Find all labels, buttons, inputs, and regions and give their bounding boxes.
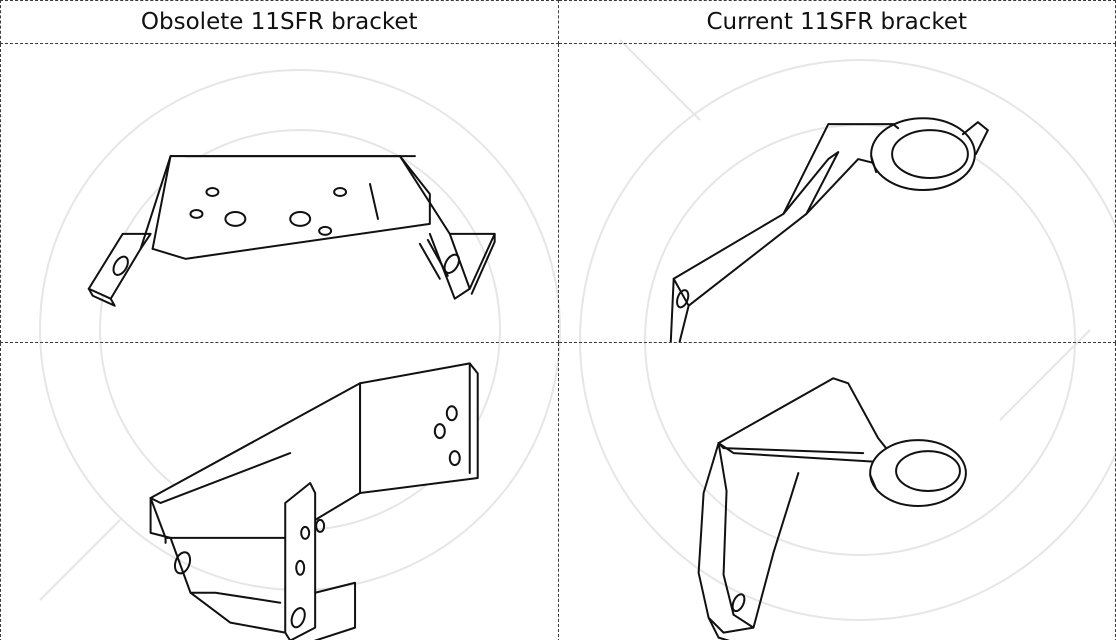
cell-current-view-1: [557, 43, 1116, 343]
current-bracket-ring-angled-drawing-icon: [559, 343, 1116, 640]
column-header-current: Current 11SFR bracket: [557, 0, 1116, 44]
table-row: [0, 43, 1116, 343]
obsolete-bracket-angled-drawing-icon: [1, 343, 558, 640]
cell-obsolete-view-2: [0, 342, 559, 640]
obsolete-bracket-flat-drawing-icon: [1, 44, 558, 342]
cell-current-view-2: [557, 342, 1116, 640]
cell-obsolete-view-1: [0, 43, 559, 343]
column-header-obsolete: Obsolete 11SFR bracket: [0, 0, 559, 44]
current-bracket-ring-drawing-icon: [559, 44, 1116, 342]
table-row: [0, 342, 1116, 640]
header-row: Obsolete 11SFR bracket Current 11SFR bra…: [0, 0, 1116, 44]
